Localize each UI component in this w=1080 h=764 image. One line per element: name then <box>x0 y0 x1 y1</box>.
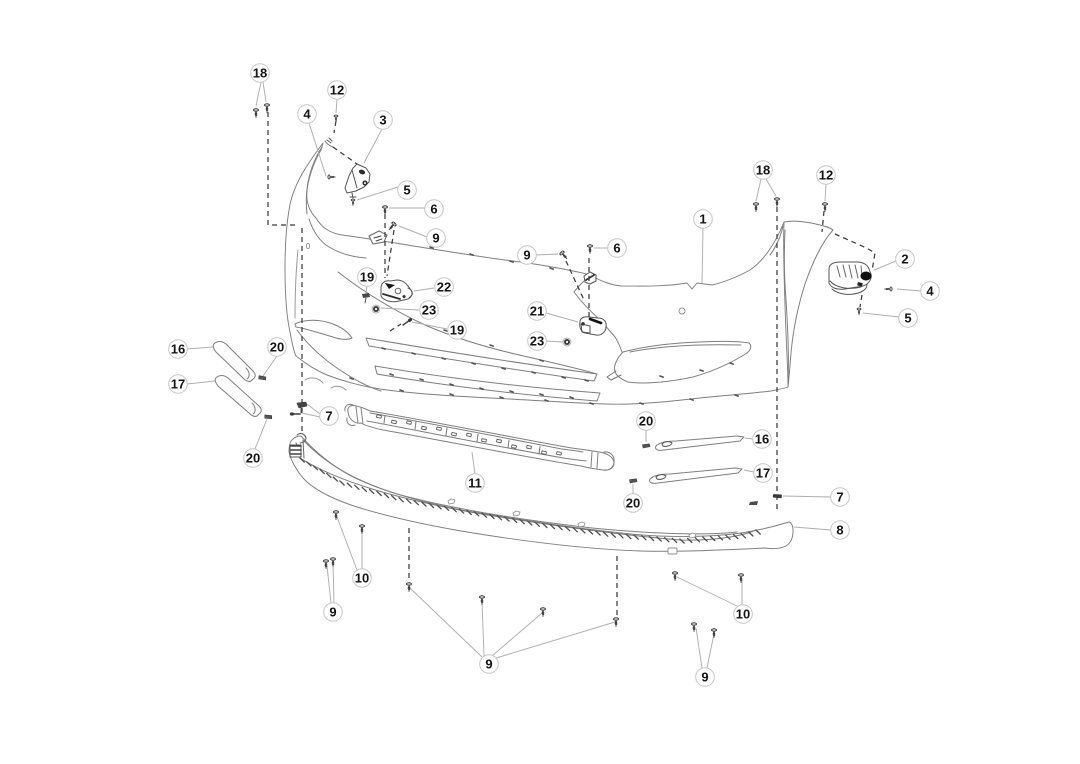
svg-text:7: 7 <box>836 490 843 505</box>
svg-text:12: 12 <box>819 168 833 183</box>
svg-text:9: 9 <box>523 248 530 263</box>
svg-text:20: 20 <box>639 414 653 429</box>
svg-text:11: 11 <box>468 476 482 491</box>
svg-text:23: 23 <box>422 303 436 318</box>
svg-text:20: 20 <box>270 340 284 355</box>
svg-text:5: 5 <box>904 311 911 326</box>
svg-text:12: 12 <box>330 83 344 98</box>
svg-text:9: 9 <box>701 670 708 685</box>
svg-text:10: 10 <box>736 607 750 622</box>
svg-text:16: 16 <box>755 432 769 447</box>
svg-text:18: 18 <box>253 66 267 81</box>
svg-text:2: 2 <box>901 252 908 267</box>
svg-text:9: 9 <box>485 657 492 672</box>
svg-text:20: 20 <box>246 451 260 466</box>
svg-text:19: 19 <box>360 270 374 285</box>
svg-text:6: 6 <box>430 202 437 217</box>
svg-text:6: 6 <box>613 241 620 256</box>
svg-text:21: 21 <box>530 304 544 319</box>
svg-text:20: 20 <box>626 496 640 511</box>
svg-text:10: 10 <box>355 571 369 586</box>
svg-text:19: 19 <box>450 323 464 338</box>
svg-text:1: 1 <box>699 212 706 227</box>
svg-text:8: 8 <box>836 523 843 538</box>
svg-text:3: 3 <box>379 113 386 128</box>
svg-text:17: 17 <box>756 466 770 481</box>
svg-text:4: 4 <box>303 107 311 122</box>
svg-text:23: 23 <box>530 334 544 349</box>
svg-text:5: 5 <box>403 183 410 198</box>
svg-text:18: 18 <box>756 163 770 178</box>
svg-text:4: 4 <box>926 284 934 299</box>
svg-text:22: 22 <box>437 280 451 295</box>
svg-text:9: 9 <box>432 231 439 246</box>
svg-text:9: 9 <box>329 605 336 620</box>
svg-text:17: 17 <box>171 377 185 392</box>
svg-text:7: 7 <box>325 409 332 424</box>
svg-text:16: 16 <box>171 342 185 357</box>
